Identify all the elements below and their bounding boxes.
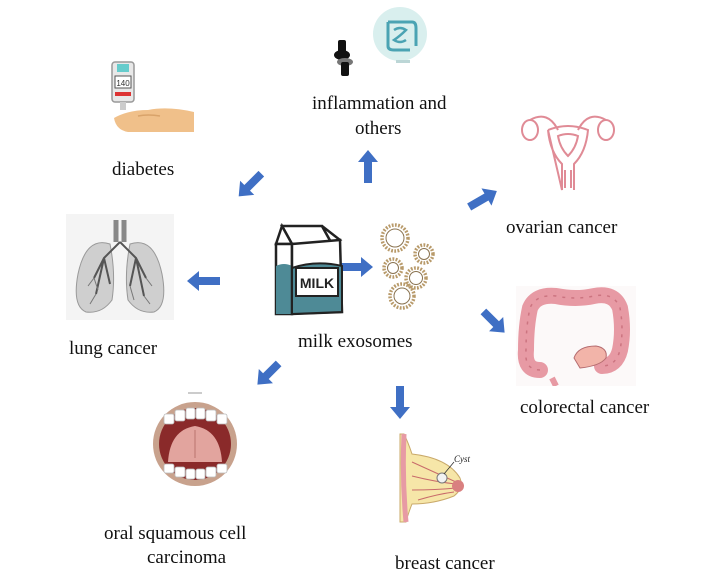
ovarian-label: ovarian cancer <box>506 217 618 238</box>
milk-carton-icon: MILK <box>274 222 344 316</box>
arrow-to-oral <box>257 360 282 385</box>
inflammation-label-line2: others <box>355 118 402 139</box>
intestine-icon <box>373 7 427 63</box>
diabetes-label: diabetes <box>112 159 175 180</box>
center-label: milk exosomes <box>298 331 413 352</box>
inflammation-label-line1: inflammation and <box>312 93 447 114</box>
carton-text: MILK <box>300 275 334 291</box>
meter-reading: 140 <box>116 79 130 88</box>
uterus-ovaries-icon <box>521 115 615 191</box>
lung-label: lung cancer <box>69 338 158 359</box>
arrow-to-colorectal <box>480 308 505 333</box>
knee-joint-icon <box>334 40 353 76</box>
breast-label: breast cancer <box>395 553 495 574</box>
breast-icon: Cyst <box>399 433 471 523</box>
arrow-to-inflammation <box>358 150 378 183</box>
arrow-to-ovarian <box>467 188 497 211</box>
arrow-to-breast <box>390 386 410 419</box>
glucose-meter-icon: 140 <box>111 61 194 132</box>
colon-icon <box>516 286 636 386</box>
arrow-center <box>340 257 373 277</box>
exosome-vesicles-icon <box>380 223 435 310</box>
cyst-annotation: Cyst <box>454 454 471 464</box>
oral-label-line2: carcinoma <box>147 547 227 568</box>
arrow-to-lung <box>187 271 220 291</box>
colorectal-label: colorectal cancer <box>520 397 650 418</box>
oral-label-line1: oral squamous cell <box>104 523 247 544</box>
lungs-icon <box>66 214 174 320</box>
arrow-to-diabetes <box>238 170 265 197</box>
mouth-icon <box>153 392 237 486</box>
